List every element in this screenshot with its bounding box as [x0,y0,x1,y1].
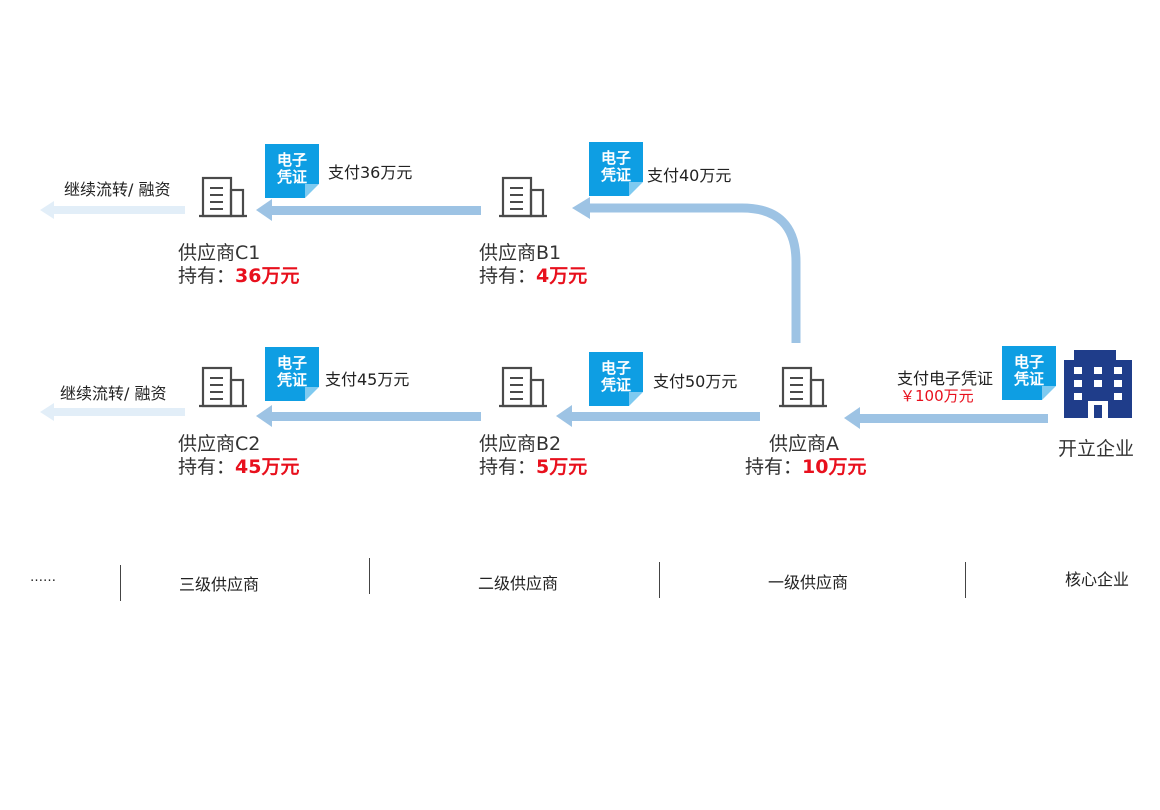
badge-line1: 电子 [276,354,307,372]
badge-line1: 电子 [600,359,631,377]
badge-line2: 凭证 [276,168,307,186]
badge-line2: 凭证 [600,166,631,184]
supplier-name-c2: 供应商C2 [178,433,261,455]
page-fold-icon [629,392,643,406]
holding-prefix: 持有： [178,456,236,478]
tier-label-core: 核心企业 [1065,570,1130,589]
holding-prefix: 持有： [178,265,236,287]
holding-prefix: 持有： [479,265,537,287]
payment-label-a-b2: 支付50万元 [653,372,738,391]
badge-line1: 电子 [600,149,631,167]
holding-amount: 36万元 [235,265,300,287]
supplier-holding-c1: 持有：36万元 [178,261,299,288]
e-voucher-badge-b2-c2: 电子 凭证 [265,347,319,401]
tier-divider [965,562,966,598]
continue-arrow-bottom [40,403,185,421]
tier-more: …… [30,570,56,585]
building-icon-a [777,366,829,408]
building-icon-c1 [197,176,249,218]
payment-label-b2-c2: 支付45万元 [325,370,410,389]
continue-label-bottom: 继续流转/ 融资 [60,384,167,403]
core-enterprise-name: 开立企业 [1058,438,1135,460]
tier-divider [120,565,121,601]
tier-label-2: 二级供应商 [478,574,559,593]
page-fold-icon [305,387,319,401]
holding-amount: 5万元 [536,456,588,478]
core-enterprise-icon [1064,350,1132,418]
page-fold-icon [629,182,643,196]
badge-line2: 凭证 [276,371,307,389]
badge-line2: 凭证 [600,376,631,394]
continue-label-top: 继续流转/ 融资 [64,180,171,199]
tier-label-1: 一级供应商 [768,573,849,592]
holding-amount: 45万元 [235,456,300,478]
arrow-core-to-a [844,407,1048,429]
continue-arrow-top [40,201,185,219]
payment-label-core-a: 支付电子凭证 [897,369,994,388]
tier-divider [369,558,370,594]
supplier-holding-a: 持有：10万元 [745,452,866,479]
holding-amount: 4万元 [536,265,588,287]
page-fold-icon [1042,386,1056,400]
badge-line1: 电子 [1013,353,1044,371]
supplier-name-c1: 供应商C1 [178,242,261,264]
supplier-holding-b1: 持有：4万元 [479,261,587,288]
arrow-a-to-b2 [556,405,760,427]
badge-line2: 凭证 [1013,370,1044,388]
supplier-name-b2: 供应商B2 [479,433,562,455]
holding-prefix: 持有： [745,456,803,478]
arrow-a-to-b1 [572,197,801,343]
payment-amount-core-a: ￥100万元 [900,387,974,405]
holding-amount: 10万元 [802,456,867,478]
supplier-name-b1: 供应商B1 [479,242,562,264]
e-voucher-badge-b1-c1: 电子 凭证 [265,144,319,198]
badge-line1: 电子 [276,151,307,169]
tier-divider [659,562,660,598]
arrow-b1-to-c1 [256,199,481,221]
building-icon-b1 [497,176,549,218]
e-voucher-badge-a-b2: 电子 凭证 [589,352,643,406]
page-fold-icon [305,184,319,198]
building-icon-b2 [497,366,549,408]
arrow-b2-to-c2 [256,405,481,427]
e-voucher-badge-core-a: 电子 凭证 [1002,346,1056,400]
building-icon-c2 [197,366,249,408]
payment-label-a-b1: 支付40万元 [647,166,732,185]
e-voucher-badge-a-b1: 电子 凭证 [589,142,643,196]
payment-label-b1-c1: 支付36万元 [328,163,413,182]
holding-prefix: 持有： [479,456,537,478]
supplier-name-a: 供应商A [769,433,839,455]
tier-label-3: 三级供应商 [179,575,260,594]
supplier-holding-b2: 持有：5万元 [479,452,587,479]
supplier-holding-c2: 持有：45万元 [178,452,299,479]
